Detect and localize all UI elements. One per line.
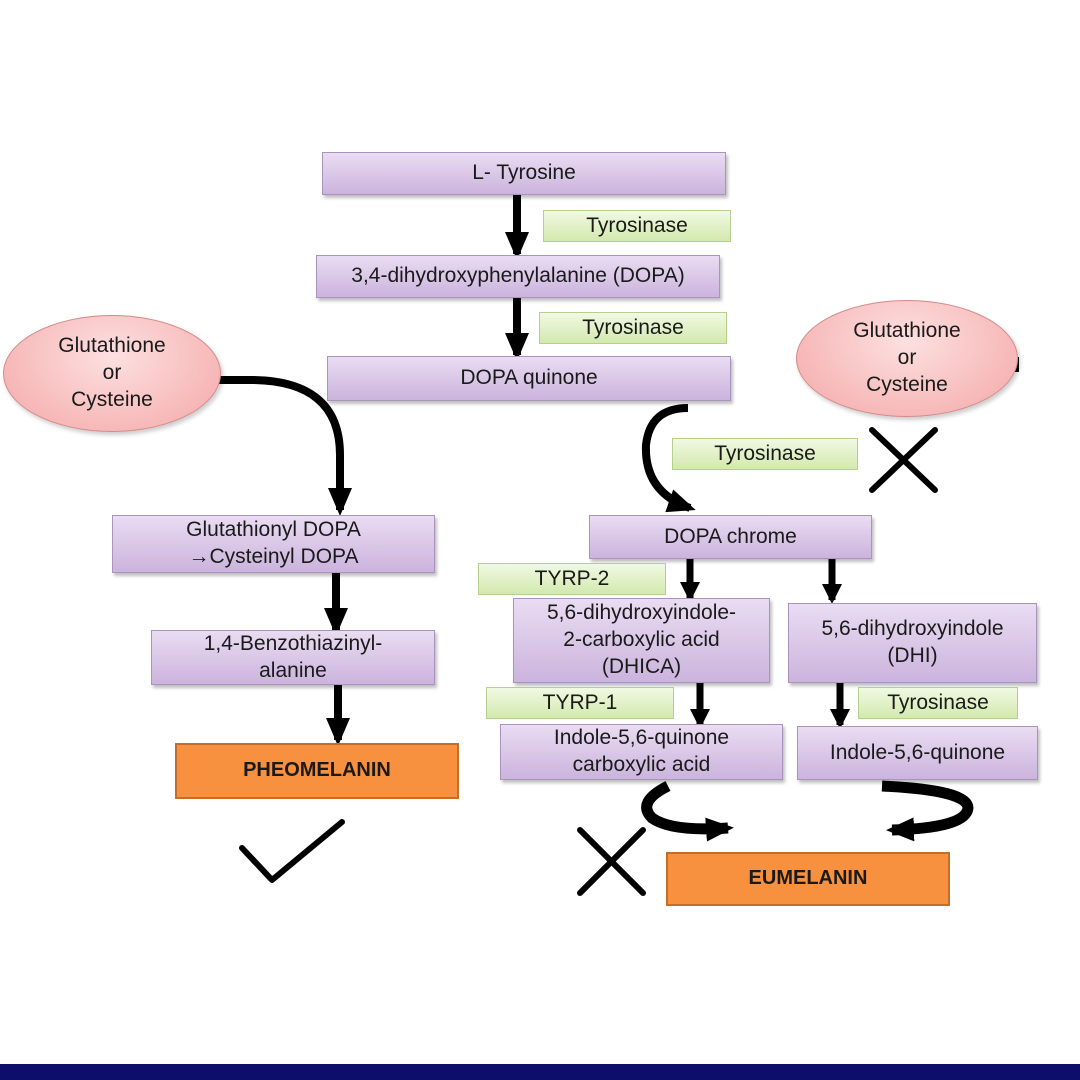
eumelanin-box: EUMELANIN — [666, 852, 950, 906]
glutathionyl-dopa-box: Glutathionyl DOPA →Cysteinyl DOPA — [112, 515, 435, 573]
tyrp1-label: TYRP-1 — [486, 687, 674, 719]
tyrosinase-label: Tyrosinase — [539, 312, 727, 344]
indole-quinone-box: Indole-5,6-quinone — [797, 726, 1038, 780]
indole-quinone-carboxylic-box: Indole-5,6-quinone carboxylic acid — [500, 724, 783, 780]
dhi-box: 5,6-dihydroxyindole (DHI) — [788, 603, 1037, 683]
tyrosinase-label: Tyrosinase — [858, 687, 1018, 719]
pheomelanin-box: PHEOMELANIN — [175, 743, 459, 799]
tyrosinase-label: Tyrosinase — [672, 438, 858, 470]
arrow-quinone-to-dopachrome — [641, 404, 696, 513]
glutathione-cysteine-ellipse-left: Glutathione or Cysteine — [3, 315, 221, 432]
checkmark-icon — [239, 819, 345, 883]
bottom-bar — [0, 1064, 1080, 1080]
arrow-iq-to-eumelanin — [881, 780, 974, 842]
tyrp2-label: TYRP-2 — [478, 563, 666, 595]
dopa-quinone-box: DOPA quinone — [327, 356, 731, 401]
tyrosinase-label: Tyrosinase — [543, 210, 731, 242]
cross-icon — [869, 427, 938, 493]
dhica-box: 5,6-dihydroxyindole- 2-carboxylic acid (… — [513, 598, 770, 683]
dopa-chrome-box: DOPA chrome — [589, 515, 872, 559]
glutathione-cysteine-ellipse-right: Glutathione or Cysteine — [796, 300, 1018, 417]
l-tyrosine-box: L- Tyrosine — [322, 152, 726, 195]
cross-icon — [577, 827, 646, 896]
arrow-iqc-to-eumelanin — [641, 781, 734, 842]
dopa-box: 3,4-dihydroxyphenylalanine (DOPA) — [316, 255, 720, 298]
benzothiazinyl-alanine-box: 1,4-Benzothiazinyl- alanine — [151, 630, 435, 685]
arrow-glutathione-to-glutathionyl — [212, 376, 352, 516]
